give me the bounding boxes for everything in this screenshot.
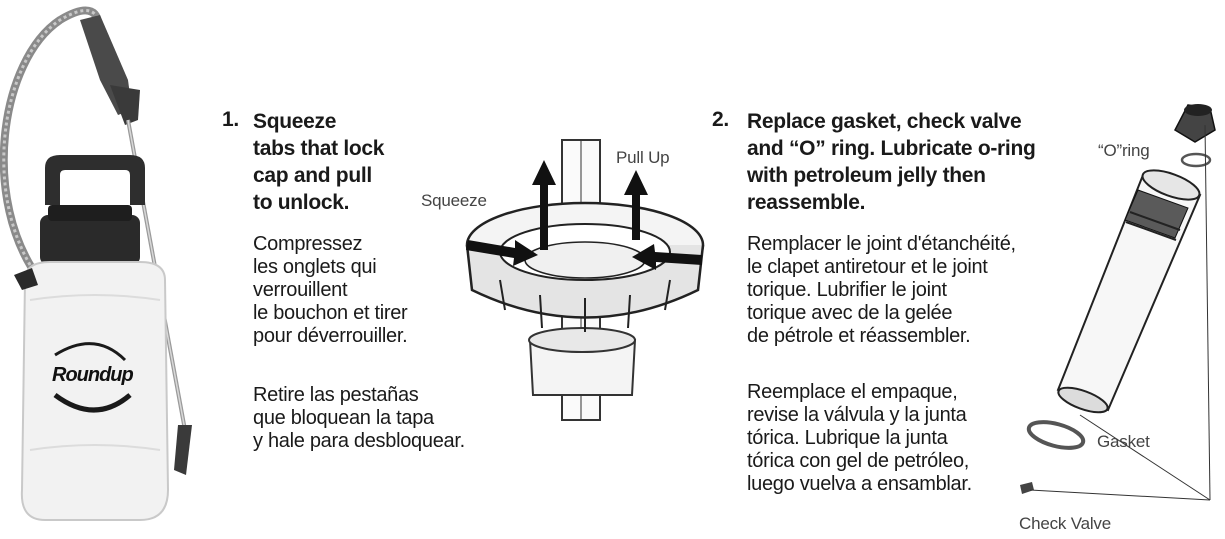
check-valve-label: Check Valve: [1019, 514, 1111, 533]
cap-illustration: [460, 139, 710, 440]
step2-number: 2.: [712, 108, 729, 131]
squeeze-label: Squeeze: [421, 191, 487, 210]
pump-assembly-illustration: [1010, 90, 1225, 510]
step1-number: 1.: [222, 108, 239, 131]
pull-up-label: Pull Up: [616, 148, 670, 167]
sprayer-illustration: Roundup: [0, 0, 200, 539]
gasket-label: Gasket: [1097, 432, 1150, 451]
step2-title: Replace gasket, check valve and “O” ring…: [747, 110, 1036, 214]
step1-title: Squeeze tabs that lock cap and pull to u…: [253, 110, 385, 214]
step1-french-text: Compressez les onglets qui verrouillent …: [253, 233, 408, 347]
step1-spanish-text: Retire las pestañas que bloquean la tapa…: [253, 384, 465, 452]
o-ring-label: “O”ring: [1098, 141, 1150, 160]
step2-spanish-text: Reemplace el empaque, revise la válvula …: [747, 381, 972, 495]
roundup-logo: Roundup: [52, 364, 134, 386]
step2-french-text: Remplacer le joint d'étanchéité, le clap…: [747, 233, 1016, 347]
